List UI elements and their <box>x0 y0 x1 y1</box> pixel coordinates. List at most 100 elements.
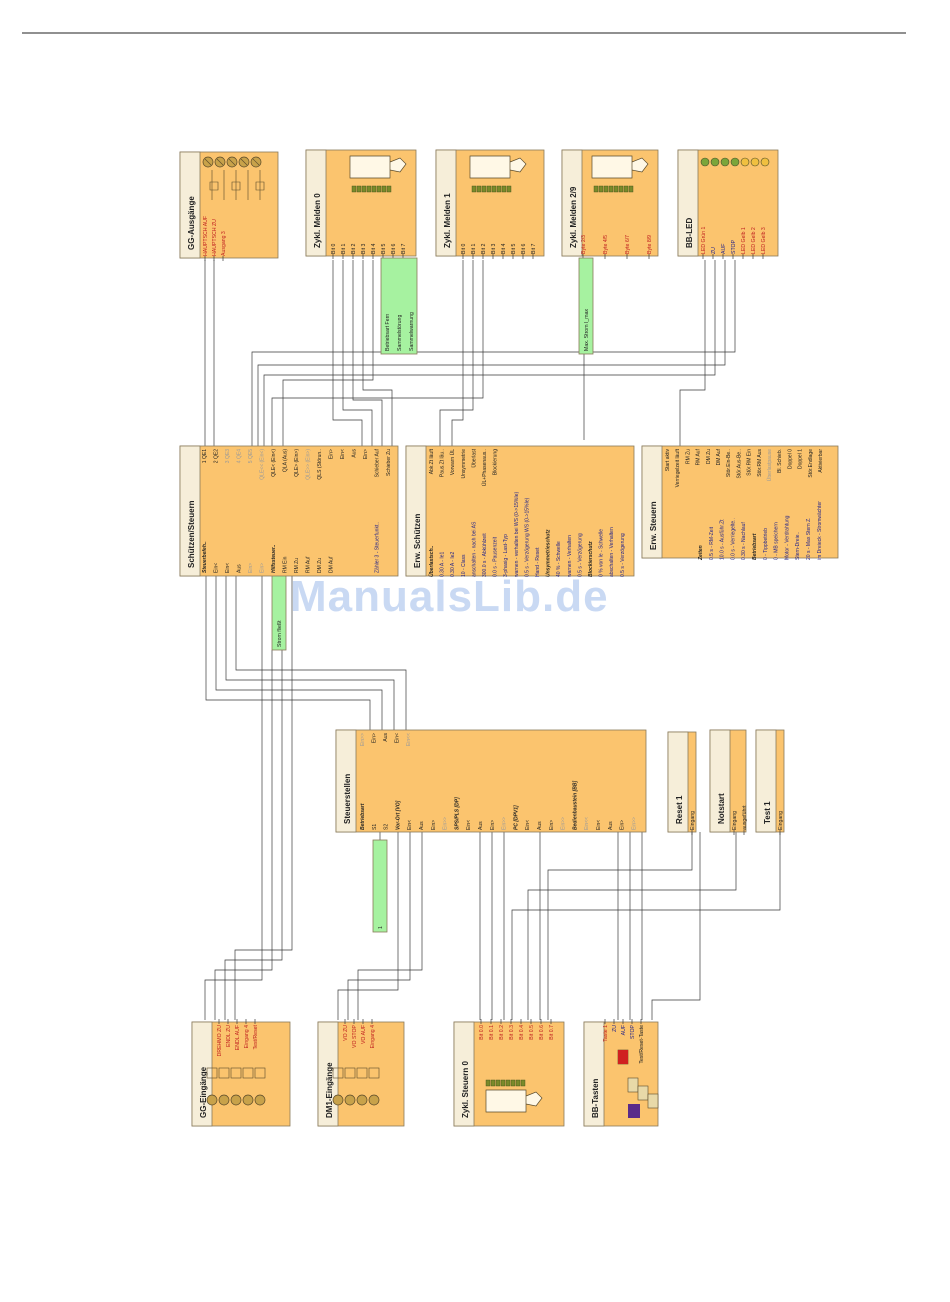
zykl-steuern-0-port-3: Bit 0.3 <box>509 1025 515 1040</box>
bb-led-title: BB-LED <box>685 218 694 248</box>
test-1-port-0: Eingang <box>778 811 784 830</box>
schuetzen-steuern-right-1: 2 QE2 <box>214 449 220 463</box>
erw-schuetzen-param-16: 0 % von Ie - Schwelle <box>599 529 605 577</box>
relay-lamp-cross <box>252 158 260 166</box>
bb-led-port-5: LED Gelb 2 <box>751 227 757 254</box>
input-lamp-icon <box>242 1094 254 1106</box>
erw-schuetzen-param-6: 0.0 s - Pausenzeit <box>493 536 499 577</box>
relay-lamp-cross <box>240 158 248 166</box>
wire <box>352 260 383 446</box>
schuetzen-steuern-left-3: Aus <box>237 564 243 573</box>
bb-tasten-title: BB-Tasten <box>591 1078 600 1118</box>
schuetzen-steuern-title: Schützen/Steuern <box>187 500 196 568</box>
erw-schuetzen-param-0: Überlastsch.. <box>428 546 435 577</box>
bit-led-icon <box>500 1079 506 1087</box>
key-icon <box>647 1093 659 1109</box>
erw-schuetzen-param-12: 40 % - Schwelle <box>556 541 562 577</box>
input-switch-icon <box>344 1067 356 1079</box>
steuerstellen-port-0: Betriebsart <box>360 803 366 830</box>
led-lamp-icon <box>720 157 730 167</box>
erw-steuern-param-0: Zeiten <box>698 545 704 561</box>
zykl-melden-29-port-3: Byte 8/9 <box>647 235 653 254</box>
zykl-melden-1-port-3: Bit 3 <box>491 244 497 254</box>
erw-schuetzen-right-4: Überlast <box>470 448 477 467</box>
schuetzen-steuern-left-1: Ein< <box>214 563 220 573</box>
schuetzen-steuern-title-strip <box>179 445 201 577</box>
erw-steuern-param-8: Motor - Verdrahtung <box>784 515 790 560</box>
melden0-green-box <box>380 257 418 355</box>
steuerstellen-port-21: Aus <box>608 821 614 830</box>
schuetzen-steuern-left-10: DM Zu <box>317 558 323 573</box>
dm1-eingaenge-port-0: VO ZU <box>343 1025 349 1041</box>
gg-eingaenge-port-0: DREHMO ZU <box>217 1025 223 1057</box>
key-icon <box>637 1085 649 1101</box>
zykl-steuern-0-port-5: Bit 0.5 <box>529 1025 535 1040</box>
gg-ausgaenge-title: GG-Ausgänge <box>187 196 196 250</box>
input-lamp-icon <box>206 1094 218 1106</box>
bb-tasten-port-2: AUF <box>621 1025 627 1035</box>
bb-led-port-4: LED Gelb 1 <box>741 227 747 254</box>
bb-tasten-port-0: Taste 1 <box>603 1025 609 1042</box>
zykl-melden-1-port-7: Bit 7 <box>531 244 537 254</box>
bit-led-icon <box>351 185 357 193</box>
wire <box>527 832 737 1020</box>
zykl-melden-0-title-strip <box>305 149 327 257</box>
schuetzen-steuern-left-9: RM Auf <box>306 556 312 573</box>
steuerstellen-port-2: S2 <box>384 824 390 830</box>
erw-steuern-right-7: Stör.Aus-Be.. <box>736 449 742 478</box>
schuetzen-steuern-right-0: 1 QE1 <box>202 449 208 463</box>
bb-led-port-1: ZU <box>711 247 717 254</box>
steuerstellen-port-15: Aus <box>537 821 543 830</box>
steuerstellen-title-strip <box>335 729 357 833</box>
erw-steuern-right-8: Stör.RM Ein <box>747 449 753 476</box>
input-switch-icon <box>368 1067 380 1079</box>
schuetzen-steuern-block <box>179 445 399 577</box>
bb-led-port-0: LED Grün 1 <box>701 226 707 254</box>
schuetzen-steuern-left-6: Hilfssteuer.. <box>271 545 277 573</box>
bit-led-icon <box>506 185 512 193</box>
bit-led-icon <box>618 185 624 193</box>
steuerstellen-port-16: Ein> <box>549 820 555 830</box>
schuetzen-steuern-right-3: 4 QE4 <box>237 449 243 463</box>
dm1-eingaenge-port-1: VO STOP <box>352 1024 358 1048</box>
steuerstellen-port-18: Bedienbaustein [BB] <box>572 780 578 830</box>
dm1-eingaenge-port-3: Eingang 4 <box>370 1025 376 1048</box>
wire <box>547 832 693 1020</box>
bit-led-icon <box>628 185 634 193</box>
zykl-melden-1-title-strip <box>435 149 457 257</box>
one-green-box <box>372 839 388 933</box>
steuerstellen-port-13: PC [DPV1] <box>513 805 519 830</box>
erw-steuern-right-3: RM Auf <box>696 448 702 465</box>
zykl-melden-0-port-0: Bit 0 <box>331 244 337 254</box>
input-lamp-icon <box>368 1094 380 1106</box>
erw-schuetzen-title-strip <box>405 445 427 577</box>
zykl-melden-0-port-3: Bit 3 <box>361 244 367 254</box>
zykl-melden-29-port-0: Byte 2/3 <box>581 235 587 254</box>
erw-steuern-right-0: Start aktiv <box>665 449 671 472</box>
wire <box>271 260 484 446</box>
input-lamp-icon <box>344 1094 356 1106</box>
reset-1-title-strip <box>667 731 689 833</box>
zykl-melden-1-port-0: Bit 0 <box>461 244 467 254</box>
schuetzen-steuern-right-2: 3 QE3 <box>225 449 231 463</box>
wire <box>511 832 781 1020</box>
led-lamp-icon <box>760 157 770 167</box>
bb-tasten-port-4: Test/Reset-Taste <box>639 1025 645 1064</box>
bb-led-port-2: AUF <box>721 244 727 254</box>
erw-schuetzen-param-3: 10 - Class <box>461 554 467 577</box>
erw-steuern-right-10: Überlastpause <box>766 449 773 481</box>
zykl-melden-0-port-6: Bit 6 <box>391 244 397 254</box>
watermark: ManualsLib.de <box>290 572 609 621</box>
gg-eingaenge-port-2: ENDL AUF <box>235 1025 241 1050</box>
wire <box>224 576 283 1020</box>
schuetzen-steuern-left-11: DM Auf <box>329 556 335 573</box>
strom-green-label-0: Strom fließt <box>277 620 283 647</box>
steuerstellen-port-6: Ein> <box>431 820 437 830</box>
schuetzen-steuern-left-2: Ein< <box>225 563 231 573</box>
steuerstellen-port-10: Aus <box>478 821 484 830</box>
bit-led-icon <box>495 1079 501 1087</box>
erw-schuetzen-param-7: 3-phasig - Last-Typ <box>503 534 509 577</box>
bit-led-icon <box>490 1079 496 1087</box>
steuerstellen-title: Steuerstellen <box>343 774 352 824</box>
wire <box>357 832 423 1020</box>
